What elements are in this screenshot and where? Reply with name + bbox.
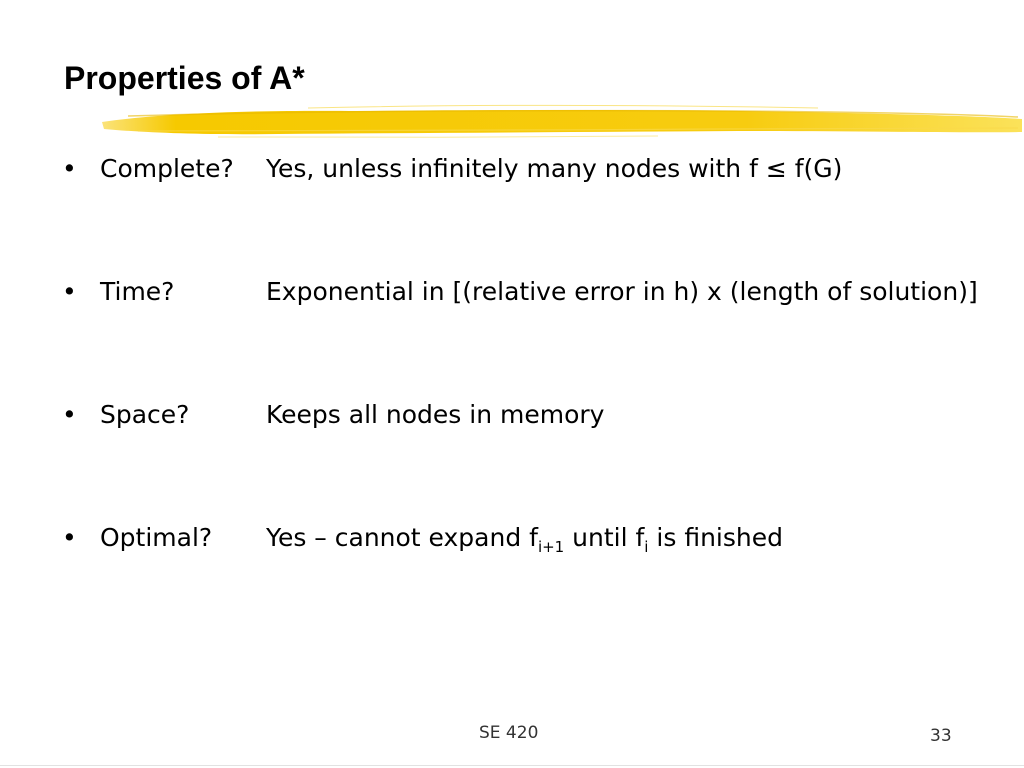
- bullet-description: Yes – cannot expand fi+1 until fi is fin…: [266, 521, 783, 555]
- optimal-text-part1: Yes – cannot expand f: [266, 523, 538, 552]
- bottom-divider: [0, 765, 1024, 766]
- subscript-i: i: [644, 538, 649, 556]
- optimal-text-part2: until f: [564, 523, 645, 552]
- bullet-label: Time?: [100, 277, 175, 306]
- bullet-dot: •: [62, 400, 77, 429]
- bullet-description: Keeps all nodes in memory: [266, 400, 605, 429]
- bullet-description: Yes, unless infinitely many nodes with f…: [266, 154, 843, 183]
- bullet-dot: •: [62, 154, 77, 183]
- footer-course-label: SE 420: [479, 723, 539, 743]
- slide-title: Properties of A*: [64, 60, 305, 96]
- bullet-description: Exponential in [(relative error in h) x …: [266, 277, 978, 306]
- subscript-i-plus-1: i+1: [537, 538, 565, 556]
- slide-number: 33: [930, 726, 952, 746]
- bullet-dot: •: [62, 277, 77, 306]
- optimal-text-part3: is finished: [648, 523, 783, 552]
- bullet-label: Space?: [100, 400, 190, 429]
- bullet-label: Complete?: [100, 154, 234, 183]
- highlighter-stroke: [102, 104, 1022, 138]
- bullet-label: Optimal?: [100, 523, 213, 552]
- bullet-dot: •: [62, 523, 77, 552]
